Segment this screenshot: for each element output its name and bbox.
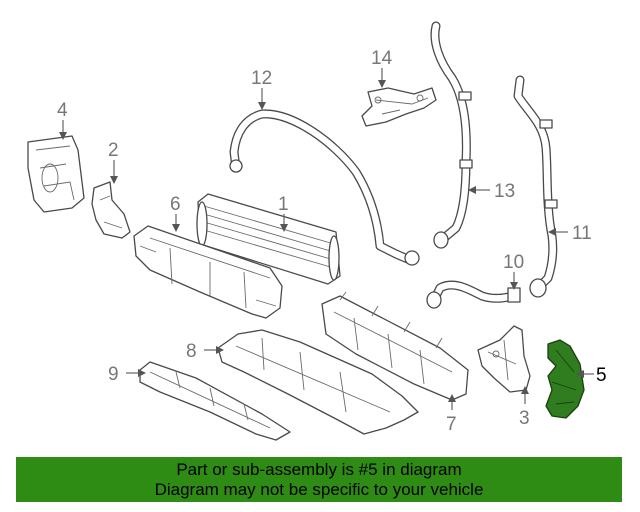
callout-14: 14 [371,48,393,69]
part-14-bracket[interactable] [361,87,437,127]
part-4-deflector[interactable] [27,135,85,213]
banner-line-1: Part or sub-assembly is #5 in diagram [176,460,462,479]
part-12-hose[interactable] [229,109,420,266]
callout-7: 7 [446,414,457,435]
part-13-hose[interactable] [430,21,473,249]
callout-2: 2 [108,140,119,161]
callout-10: 10 [503,252,524,273]
part-2-bracket[interactable] [91,181,131,239]
part-6-guide[interactable] [133,225,283,319]
banner-line-2: Diagram may not be specific to your vehi… [154,480,484,499]
callout-4: 4 [57,100,68,121]
part-1-cooler[interactable] [196,193,341,285]
parts-diagram: 1 2 3 4 5 6 7 8 9 10 11 12 13 14 [27,21,607,441]
part-8-deflector[interactable] [217,329,419,435]
part-11-hose[interactable] [513,75,558,298]
part-5-highlighted[interactable] [545,339,585,419]
callout-3: 3 [519,408,530,429]
callout-6: 6 [170,194,181,215]
callout-11: 11 [572,223,592,244]
callout-9: 9 [108,364,119,385]
callout-5: 5 [596,365,607,386]
part-7-guide[interactable] [321,291,469,401]
callout-8: 8 [186,341,197,362]
info-banner: Part or sub-assembly is #5 in diagram Di… [16,457,622,502]
part-9-panel[interactable] [139,361,291,441]
callout-1: 1 [278,194,289,215]
callout-12: 12 [251,68,272,89]
leader-lines [59,68,594,410]
callout-13: 13 [494,181,515,202]
callout-labels: 1 2 3 4 5 6 7 8 9 10 11 12 13 14 [57,48,607,435]
part-10-hose[interactable] [426,280,521,309]
part-3-bracket[interactable] [477,325,531,393]
